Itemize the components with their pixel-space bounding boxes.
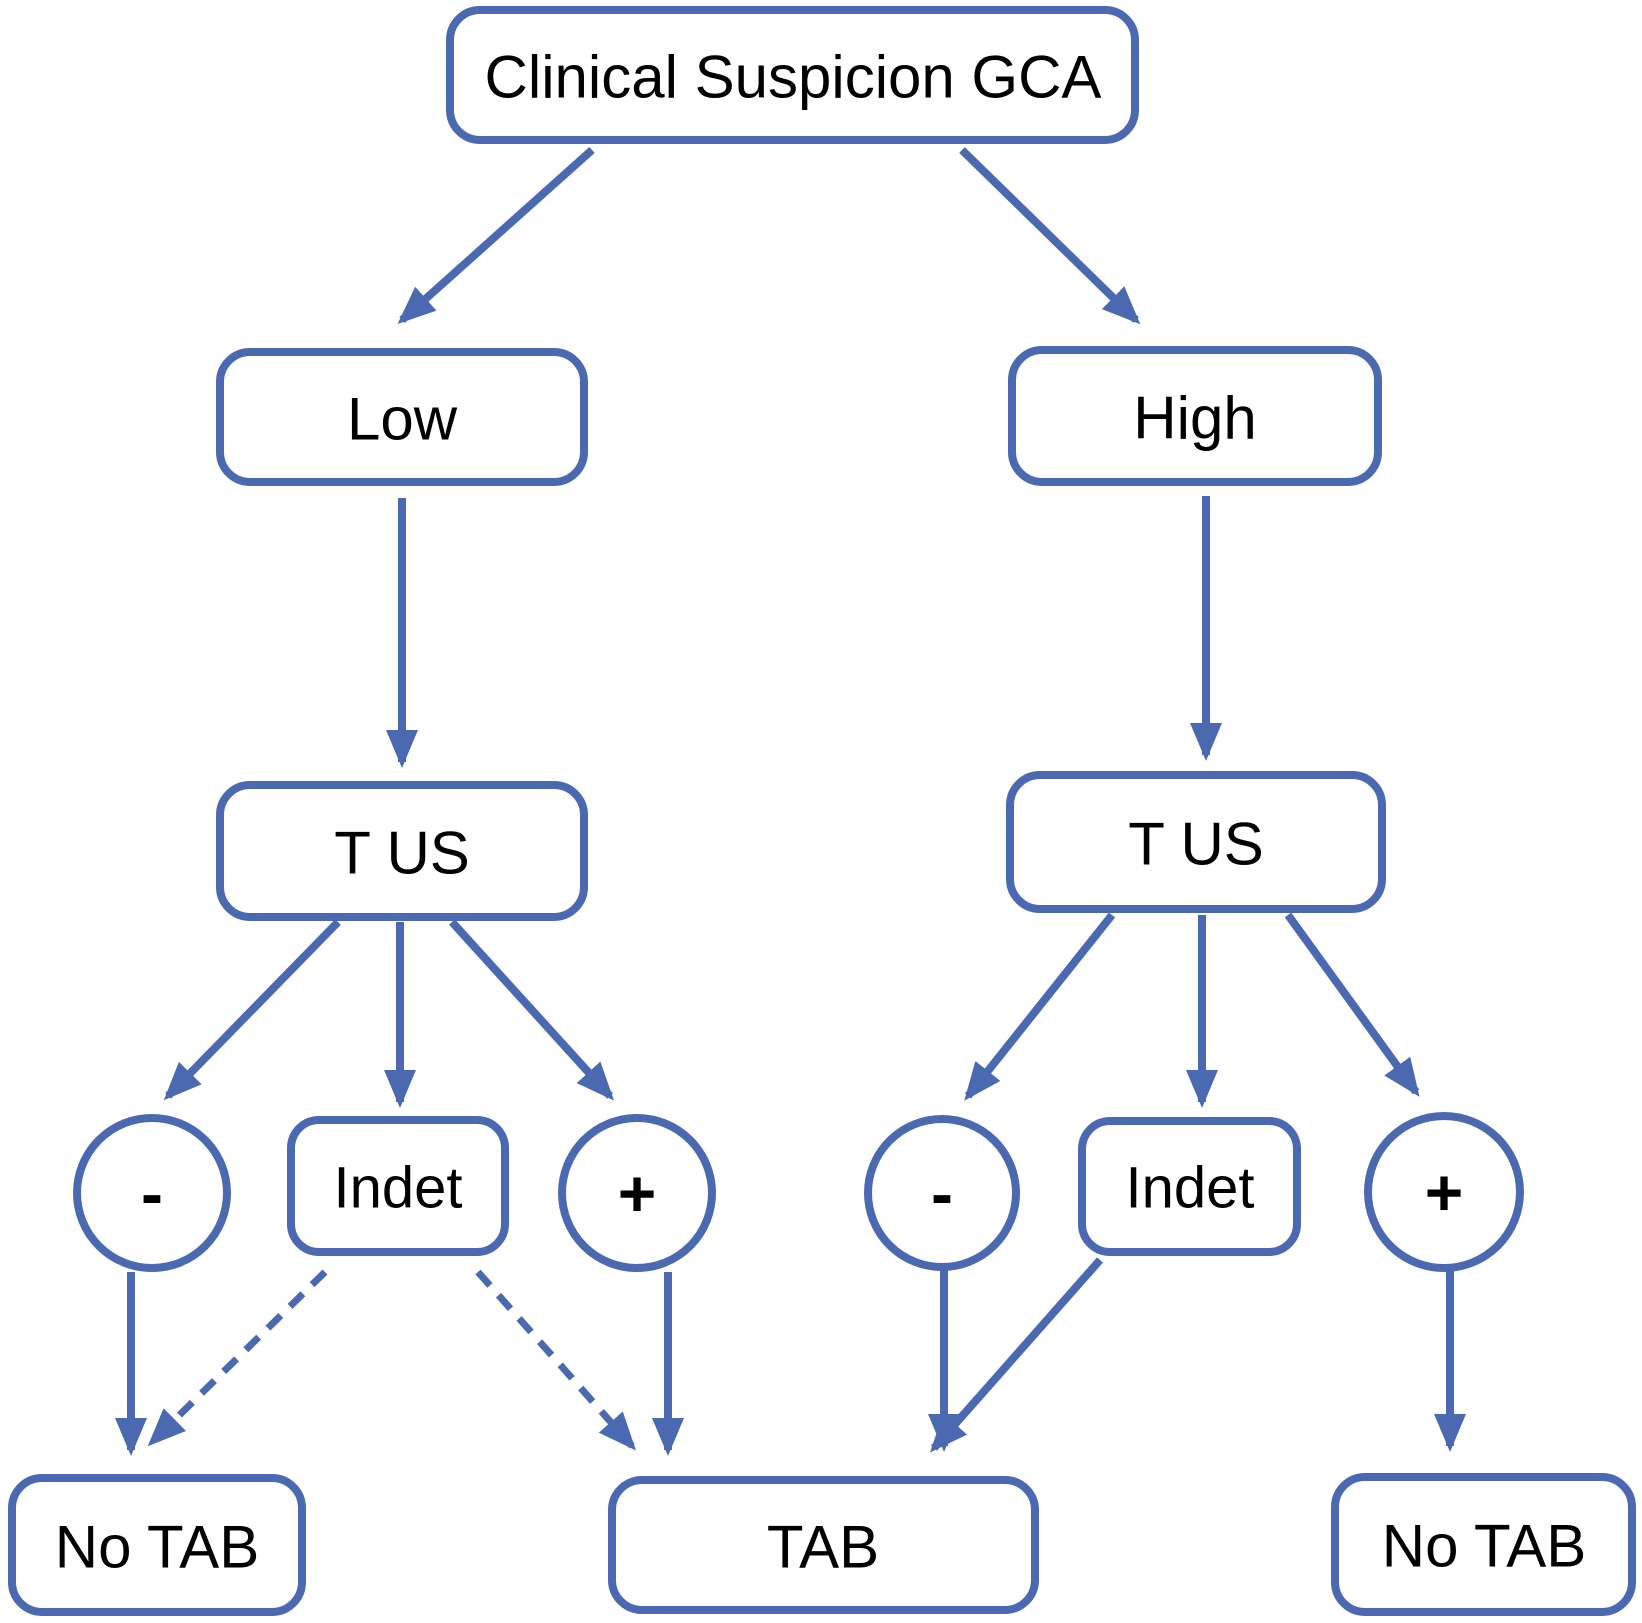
no-tab-right-box [1331,1473,1636,1616]
edge-tus-low-to-negative [163,919,341,1101]
edge-indet-low-to-no-tab-dashed [147,1269,328,1447]
clinical-suspicion-box [446,6,1139,144]
tab-label: TAB [767,1514,879,1581]
tus-high-label: T US [1128,811,1264,878]
node-positive-low: + [558,1114,716,1272]
low-label: Low [347,386,458,453]
node-negative-high: - [864,1115,1020,1271]
tab-box [608,1476,1039,1614]
tus-high-box [1006,771,1386,913]
negative-high-sign: - [931,1156,953,1230]
node-no-tab-right: No TAB [1331,1473,1636,1616]
indet-high-label: Indet [1126,1156,1255,1221]
high-box [1008,346,1382,486]
no-tab-left-label: No TAB [55,1514,260,1581]
node-no-tab-left: No TAB [8,1474,306,1616]
edge-clinical-to-high [959,147,1141,325]
positive-high-circle [1364,1112,1524,1272]
edge-tus-high-to-negative [964,912,1116,1101]
positive-high-sign: + [1425,1155,1464,1229]
node-low: Low [216,348,588,486]
node-negative-low: - [73,1114,231,1272]
clinical-suspicion-label: Clinical Suspicion GCA [485,44,1102,111]
node-clinical-suspicion: Clinical Suspicion GCA [446,6,1139,144]
node-tus-low: T US [216,781,588,921]
indet-low-label: Indet [334,1156,463,1221]
node-indet-low: Indet [287,1116,509,1256]
indet-low-box [287,1116,509,1256]
edge-clinical-to-low [397,147,595,325]
edge-tus-high-to-positive [1284,912,1420,1097]
edge-tus-low-to-positive [449,919,615,1101]
positive-low-sign: + [618,1156,657,1230]
negative-high-circle [864,1115,1020,1271]
high-label: High [1133,385,1256,452]
node-indet-high: Indet [1078,1117,1301,1256]
indet-high-box [1078,1117,1301,1256]
edge-indet-low-to-tab-dashed [475,1269,636,1451]
positive-low-circle [558,1114,716,1272]
tus-low-label: T US [334,820,470,887]
no-tab-right-label: No TAB [1382,1513,1587,1580]
tus-low-box [216,781,588,921]
node-positive-high: + [1364,1112,1524,1272]
negative-low-sign: - [141,1156,163,1230]
low-box [216,348,588,486]
no-tab-left-box [8,1474,306,1616]
node-high: High [1008,346,1382,486]
negative-low-circle [73,1114,231,1272]
edge-indet-high-to-tab [930,1257,1103,1453]
node-tus-high: T US [1006,771,1386,913]
node-tab: TAB [608,1476,1039,1614]
